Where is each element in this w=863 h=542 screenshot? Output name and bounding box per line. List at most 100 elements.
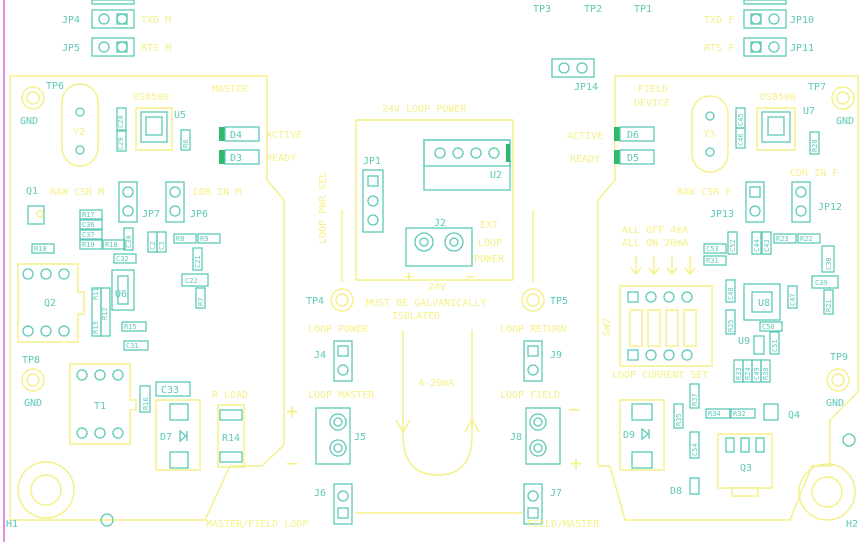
plus-sign-24v: + [404,267,414,286]
header-j6[interactable]: J6 [314,483,353,525]
field-outline [597,75,859,521]
svg-text:DS8500: DS8500 [760,92,796,103]
svg-text:GND: GND [20,116,38,127]
led-d5: READY D5 [570,149,655,165]
cdr-in-m-label: CDR IN M [193,187,241,198]
svg-text:R13: R13 [92,321,100,334]
cap-c33 [155,381,191,397]
minus-sign-field: − [568,397,580,421]
svg-text:U8: U8 [758,298,770,309]
mounting-hole-h1: H1 [6,461,75,530]
field-master-label: FIELD/MASTER [527,519,600,530]
svg-text:R10: R10 [34,245,47,253]
svg-text:ACTIVE: ACTIVE [266,130,302,141]
svg-text:Q2: Q2 [44,298,56,309]
loop-field-label: LOOP FIELD [500,390,560,401]
diode-d8: D8 [670,477,700,497]
switch-direction-arrows [630,256,696,276]
jp11-label: RTS F [704,43,734,54]
svg-text:D7: D7 [160,432,172,443]
svg-text:C44: C44 [753,239,761,252]
master-field-loop-label: MASTER/FIELD LOOP [206,519,308,530]
svg-text:GND: GND [24,398,42,409]
test-point-tp5[interactable]: TP5 [521,288,568,312]
svg-text:J4: J4 [314,350,326,361]
header-jp5[interactable]: JP5 RTS M [62,37,171,57]
chip-u5: DS8500 U5 [133,92,186,151]
svg-text:R15: R15 [124,323,137,331]
svg-text:JP13: JP13 [710,209,734,220]
header-jp10[interactable]: TXD F JP10 [704,9,814,29]
header-j9[interactable]: J9 [523,340,562,382]
svg-text:R6: R6 [182,140,190,148]
led-d4: D4 ACTIVE [219,126,302,142]
svg-text:JP1: JP1 [363,156,381,167]
svg-text:D5: D5 [627,153,639,164]
header-jp14[interactable]: JP14 [551,58,598,93]
dip-switch-sw2[interactable]: SW2 [602,285,713,367]
svg-text:JP7: JP7 [142,209,160,220]
svg-text:TP8: TP8 [22,355,40,366]
test-point-tp9[interactable]: TP9 GND [826,352,850,409]
header-jp1[interactable]: JP1 [362,156,384,233]
svg-text:SW2: SW2 [602,318,613,336]
jp10-label: TXD F [704,15,734,26]
svg-text:C21: C21 [194,255,202,268]
svg-text:D6: D6 [627,130,639,141]
svg-text:D8: D8 [670,486,682,497]
svg-text:R30: R30 [762,367,770,380]
svg-text:READY: READY [266,153,296,164]
svg-text:GND: GND [836,116,854,127]
svg-text:U9: U9 [738,336,750,347]
svg-text:TP6: TP6 [46,81,64,92]
svg-text:TP4: TP4 [306,296,324,307]
switch-all-off-label: ALL OFF 4mA [622,225,688,236]
svg-text:D4: D4 [230,130,242,141]
mounting-hole-h2: H2 [798,463,858,530]
svg-text:R32: R32 [733,410,746,418]
test-point-tp7[interactable]: TP7 GND [808,82,855,127]
svg-text:J5: J5 [354,432,366,443]
svg-text:C36: C36 [82,221,95,229]
connector-j2: J2 EXT LOOP POWER [405,218,505,267]
svg-text:R25: R25 [727,319,735,332]
svg-text:D9: D9 [623,430,635,441]
master-outline [9,75,285,521]
header-jp6[interactable]: JP6 [165,181,208,223]
header-jp4[interactable]: JP4 TXD M [62,9,171,29]
svg-text:R37: R37 [691,393,699,406]
jp5-label: RTS M [141,43,171,54]
svg-text:GND: GND [826,398,844,409]
jp5-ref: JP5 [62,43,80,54]
header-jp11[interactable]: RTS F JP11 [704,37,814,57]
header-jp12[interactable]: JP12 [791,181,842,223]
svg-text:R22: R22 [800,235,813,243]
svg-text:T1: T1 [94,401,106,412]
svg-text:C49: C49 [753,367,761,380]
svg-text:ACTIVE: ACTIVE [567,131,603,142]
svg-text:POWER: POWER [474,254,505,265]
svg-text:R11: R11 [92,287,100,300]
header-j4[interactable]: J4 [314,340,353,382]
crystal-y2: Y2 [61,83,99,167]
header-jp7[interactable]: JP7 [118,181,160,223]
svg-text:R35: R35 [675,413,683,426]
transistor-q1: Q1 [26,186,45,225]
header-j7[interactable]: J7 [523,483,562,525]
led-d6: ACTIVE D6 [567,126,655,142]
svg-text:R33: R33 [735,367,743,380]
svg-text:H2: H2 [846,519,858,530]
svg-text:R18: R18 [105,241,118,249]
test-point-tp6[interactable]: TP6 GND [20,81,64,127]
test-point-tp8[interactable]: TP8 GND [21,355,45,409]
svg-text:C51: C51 [771,339,779,352]
header-jp13[interactable]: JP13 [710,181,765,223]
loop-power-box [355,119,514,281]
chip-u6: U6 R13 R12 R11 R15 C31 [91,269,149,351]
current-range-label: 4-20mA [418,378,454,389]
svg-text:JP6: JP6 [190,209,208,220]
svg-text:C28: C28 [117,115,125,128]
test-point-tp4[interactable]: TP4 [306,288,354,312]
tp2-label: TP2 [584,4,602,15]
svg-text:U7: U7 [803,106,815,117]
